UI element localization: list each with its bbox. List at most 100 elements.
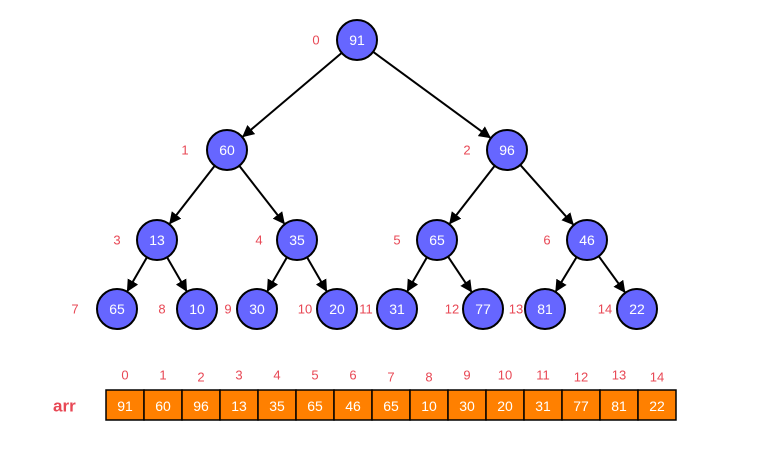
node-circle — [486, 129, 528, 171]
cell-index: 2 — [197, 370, 204, 385]
node-circle — [316, 288, 358, 330]
node-value: 91 — [349, 32, 365, 48]
array-cell: 96 2 — [181, 370, 221, 421]
edge-4-9 — [266, 256, 288, 292]
cell-value: 65 — [307, 398, 323, 414]
array-cell: 601 — [143, 368, 183, 421]
array-cell: 46 6 — [333, 368, 373, 421]
node-circle — [416, 219, 458, 261]
node-circle — [136, 219, 178, 261]
cell-index: 6 — [349, 368, 356, 383]
node-index: 0 — [312, 33, 319, 48]
array-cell: 65 5 — [295, 368, 335, 421]
edge-4-10 — [306, 256, 328, 292]
tree-node: 13 3 — [113, 219, 178, 261]
cell-box — [257, 389, 297, 421]
tree-node: 77 12 — [445, 288, 504, 330]
array-cell: 910 — [105, 368, 145, 421]
node-circle — [336, 19, 378, 61]
node-index: 11 — [359, 302, 373, 317]
array-cell: 22 14 — [637, 370, 677, 421]
cell-box — [181, 389, 221, 421]
node-index: 5 — [393, 233, 400, 248]
cell-value: 96 — [193, 398, 209, 414]
edge-5-11 — [406, 256, 428, 292]
edge-5-12 — [447, 256, 473, 293]
edge-1-4 — [238, 165, 285, 225]
array-cell: 65 7 — [371, 370, 411, 421]
node-value: 31 — [389, 301, 405, 317]
node-value: 10 — [189, 301, 205, 317]
array-cells: 9106019621333546554666571083092010311177… — [105, 368, 677, 421]
node-circle — [236, 288, 278, 330]
tree-node: 65 5 — [393, 219, 458, 261]
tree-node: 309 — [224, 288, 278, 330]
node-circle — [376, 288, 418, 330]
node-value: 96 — [499, 142, 515, 158]
cell-index: 11 — [536, 368, 550, 383]
tree-node: 962 — [463, 129, 528, 171]
node-value: 35 — [289, 232, 305, 248]
node-index: 13 — [509, 302, 523, 317]
cell-index: 1 — [159, 368, 166, 383]
node-index: 6 — [543, 233, 550, 248]
node-index: 3 — [113, 233, 120, 248]
node-circle — [96, 288, 138, 330]
tree-node: 46 6 — [543, 219, 608, 261]
cell-value: 46 — [345, 398, 361, 414]
node-value: 77 — [475, 301, 491, 317]
edge-2-6 — [519, 164, 574, 226]
node-value: 22 — [629, 301, 645, 317]
tree-node: 91 0 — [312, 19, 378, 61]
cell-box — [599, 389, 639, 421]
edge-3-7 — [126, 256, 148, 292]
cell-index: 4 — [273, 368, 280, 383]
edge-0-2 — [372, 51, 492, 139]
node-value: 13 — [149, 232, 165, 248]
edge-2-5 — [449, 165, 496, 225]
edge-3-8 — [166, 256, 188, 292]
cell-box — [105, 389, 145, 421]
cell-index: 8 — [425, 370, 432, 385]
cell-index: 5 — [311, 368, 318, 383]
tree-node: 601 — [181, 129, 248, 171]
node-index: 1 — [181, 143, 188, 158]
cell-value: 91 — [117, 398, 133, 414]
node-index: 8 — [158, 302, 165, 317]
node-value: 65 — [429, 232, 445, 248]
cell-value: 13 — [231, 398, 247, 414]
cell-box — [371, 389, 411, 421]
tree-edges — [126, 51, 626, 293]
cell-value: 65 — [383, 398, 399, 414]
cell-value: 22 — [649, 398, 665, 414]
cell-box — [219, 389, 259, 421]
cell-index: 7 — [387, 370, 394, 385]
edge-1-3 — [169, 165, 216, 225]
node-value: 46 — [579, 232, 595, 248]
node-value: 30 — [249, 301, 265, 317]
node-circle — [176, 288, 218, 330]
node-index: 4 — [255, 233, 262, 248]
array-view: arr 910601962133354655466657108309201031… — [53, 368, 677, 421]
edge-0-1 — [242, 52, 343, 138]
array-cell: 309 — [447, 368, 487, 421]
cell-index: 9 — [463, 368, 470, 383]
tree-node: 10 8 — [158, 288, 218, 330]
cell-box — [637, 389, 677, 421]
array-cell: 13 3 — [219, 368, 259, 421]
cell-index: 3 — [235, 368, 242, 383]
cell-value: 31 — [535, 398, 551, 414]
edge-6-13 — [555, 256, 578, 293]
node-index: 12 — [445, 302, 459, 317]
cell-value: 81 — [611, 398, 627, 414]
node-value: 65 — [109, 301, 125, 317]
node-circle — [524, 288, 566, 330]
node-circle — [276, 219, 318, 261]
cell-index: 14 — [650, 370, 664, 385]
node-circle — [616, 288, 658, 330]
node-circle — [206, 129, 248, 171]
